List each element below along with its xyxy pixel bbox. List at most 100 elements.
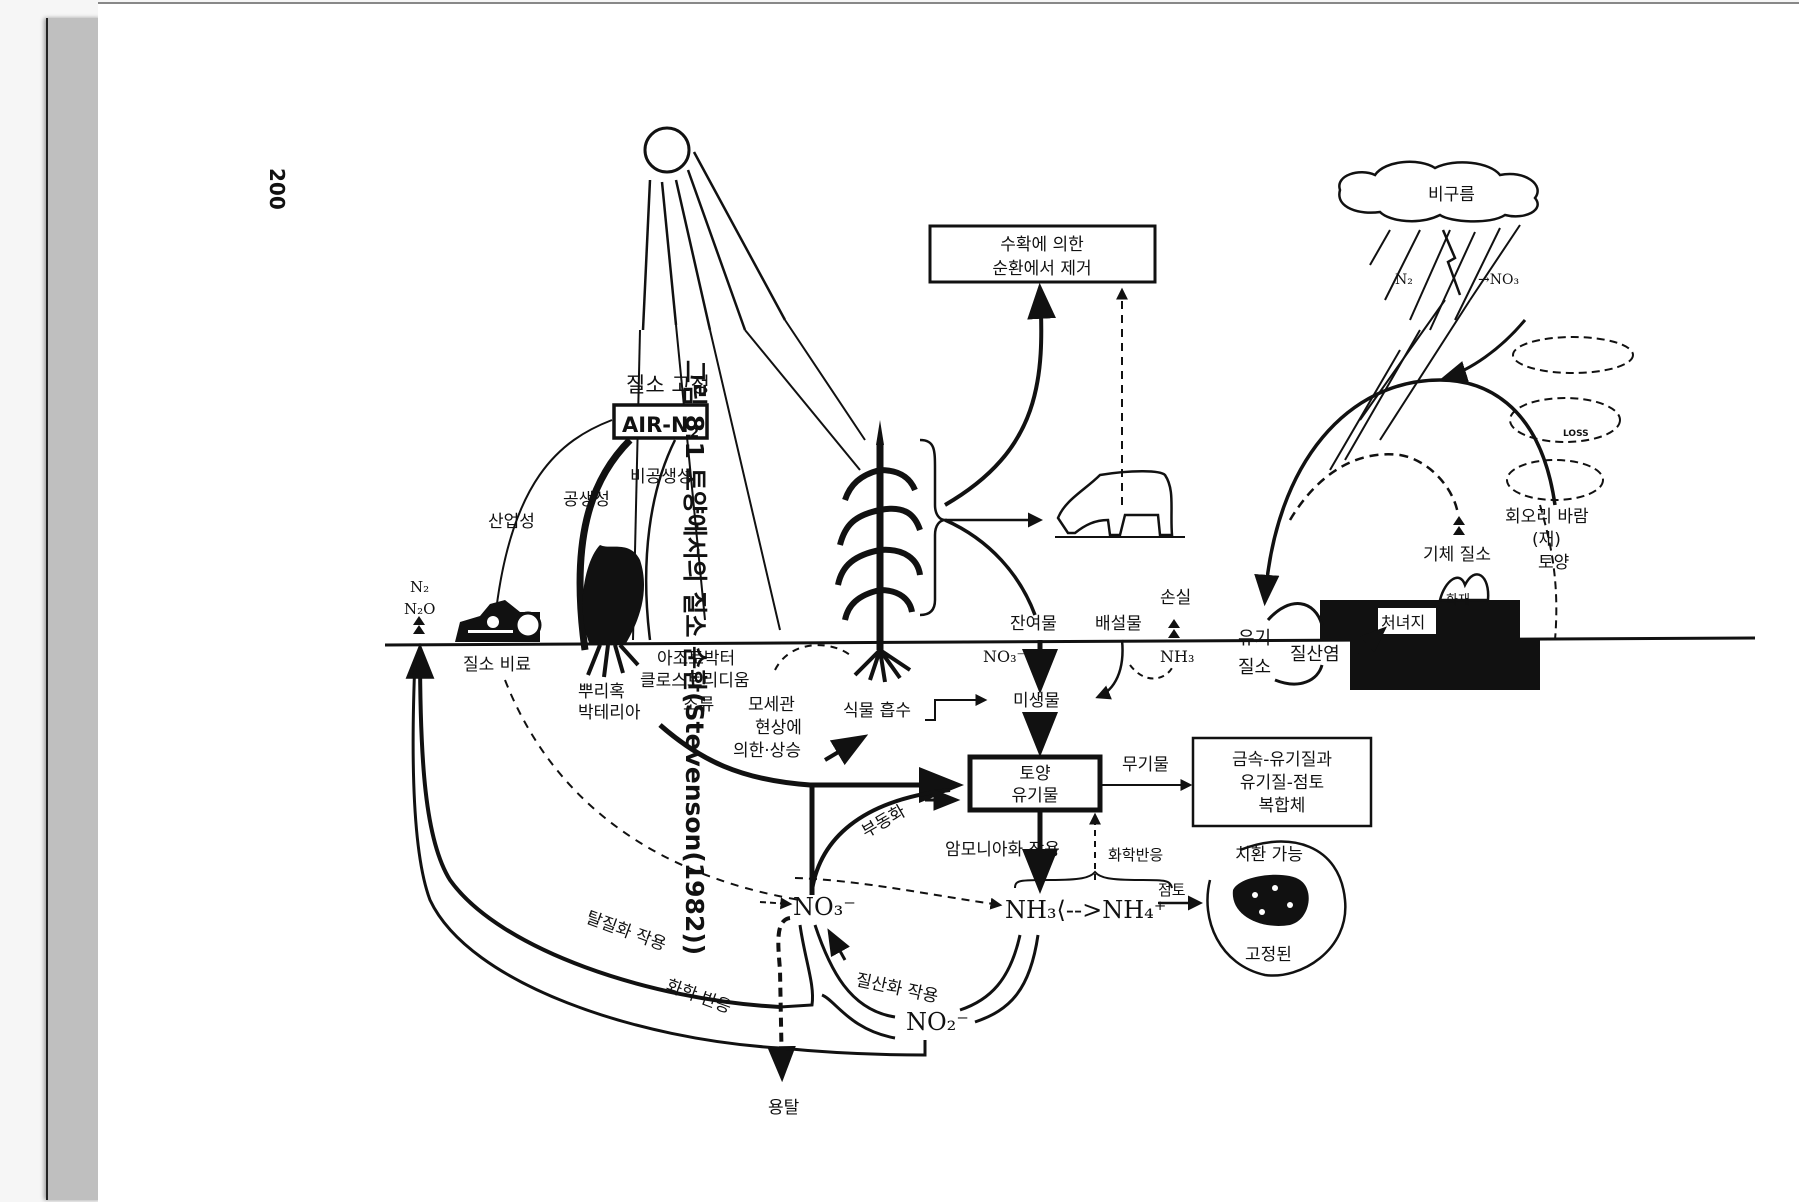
nh3-nh4-label: NH₃⟨-->NH₄⁺ xyxy=(1005,896,1166,924)
svg-text:토양: 토양 xyxy=(1019,764,1050,784)
industrial-fixation-line xyxy=(494,419,613,621)
loss-tag: LOSS xyxy=(1563,429,1589,439)
svg-text:유기물: 유기물 xyxy=(1012,786,1059,806)
figure-caption: 그림 8.1 토양에서의 질소 순환(Stevenson(1982)) xyxy=(678,360,714,955)
nonsymbiotic-label: 비공생성 xyxy=(630,467,693,487)
rain-cloud-label: 비구름 xyxy=(1428,185,1475,205)
fertilizer-to-no3-dashed-arrow xyxy=(504,679,801,901)
re-soil-label-2: 토양 xyxy=(1538,553,1569,573)
lightning-n2-label: N₂ xyxy=(1395,272,1413,288)
gaseous-n-dashed-arc xyxy=(1288,453,1460,521)
tractor-icon xyxy=(455,600,542,642)
chemical-reaction-label: 화학반응 xyxy=(1108,846,1163,864)
n2o-label: N₂O xyxy=(404,600,435,618)
svg-text:복합체: 복합체 xyxy=(1259,796,1306,816)
soil-organic-matter-box: 토양 유기물 xyxy=(967,754,1103,813)
rain-streaks xyxy=(1329,224,1521,471)
industrial-label: 산업성 xyxy=(488,512,535,532)
no2-to-no3-line-2 xyxy=(821,993,896,1040)
corn-plant-icon xyxy=(835,420,923,683)
azotobacter-label: 아조토박터 xyxy=(657,649,735,669)
nonsymbiotic-dashed-curve xyxy=(774,644,851,671)
fixation-title: 질소 고정 xyxy=(626,373,710,397)
organo-mineral-complex-box: 금속-유기질과 유기질-점토 복합체 xyxy=(1191,736,1373,828)
harvest-box-line1: 수확에 의한 xyxy=(1000,235,1084,255)
ammonification-label: 암모니아화 작용 xyxy=(945,840,1060,860)
nh3-to-no2-line-1 xyxy=(959,934,1022,1012)
no3-label: NO₃⁻ xyxy=(793,893,856,921)
root-bacteria-label-2: 박테리아 xyxy=(578,703,641,723)
excreta-label: 배설물 xyxy=(1095,614,1142,634)
figure-caption-text: 그림 8.1 토양에서의 질소 순환(Stevenson(1982)) xyxy=(680,360,709,956)
leaching-dashed-arrow xyxy=(767,916,796,1083)
harvest-removal-box: 수확에 의한 순환에서 제거 xyxy=(928,224,1157,284)
organic-n-label-1: 유기 xyxy=(1238,628,1271,649)
clay-label: 점토 xyxy=(1158,881,1186,899)
clay-particle-circle xyxy=(1206,840,1347,977)
lightning-icon xyxy=(1441,229,1462,296)
no2-label: NO₂⁻ xyxy=(906,1008,969,1036)
rain-to-arc-arrow xyxy=(1439,319,1527,382)
nh3-loss-arrow-icon xyxy=(1168,619,1180,638)
air-n2-box: AIR-N 2 xyxy=(612,403,709,441)
grassland-icon xyxy=(1320,573,1540,690)
plant-uptake-label: 식물 흡수 xyxy=(843,701,911,721)
excreta-to-microbes-arrow xyxy=(1095,639,1124,700)
capillary-label-1: 모세관 xyxy=(748,695,795,715)
rain-cloud-icon xyxy=(1338,160,1539,223)
harvest-box-line2: 순환에서 제거 xyxy=(992,259,1091,279)
re-soil-label-1: (재) xyxy=(1532,530,1561,550)
svg-text:AIR-N: AIR-N xyxy=(622,413,689,437)
root-bacteria-label-1: 뿌리혹 xyxy=(578,682,625,702)
nonsymbiotic-fixation-line xyxy=(644,439,677,641)
capillary-to-plant-arrow xyxy=(823,734,869,766)
surface-no3-label: NO₃⁻ xyxy=(983,647,1025,666)
whirlwind-icon xyxy=(1506,336,1634,641)
cattle-icon xyxy=(1055,470,1185,538)
nitrification-label: 질산화 작용 xyxy=(854,970,940,1007)
nh-brace xyxy=(1014,870,1173,889)
no3-denit-branch xyxy=(779,924,815,1009)
legume-plant-icon xyxy=(582,545,645,678)
symbiotic-fixation-line xyxy=(576,437,633,651)
fixed-label: 고정된 xyxy=(1245,945,1292,965)
mineral-label: 무기물 xyxy=(1122,755,1169,775)
capillary-label-2: 현상에 xyxy=(755,718,802,738)
nitrification-arrow xyxy=(827,928,850,961)
symbiotic-label: 공생성 xyxy=(563,490,610,510)
clostridium-label: 클로스트리디움 xyxy=(640,671,749,691)
organic-n-loop-top xyxy=(1266,602,1324,626)
excreta-to-nh3-dashed xyxy=(1129,664,1173,680)
nh3-to-no2-line-2 xyxy=(974,934,1040,1024)
chemical-reaction-line xyxy=(411,659,927,1057)
gaseous-n-label: 기체 질소 xyxy=(1423,545,1491,565)
capillary-label-3: 의한·상승 xyxy=(733,741,801,761)
page-number: 200 xyxy=(265,168,289,210)
surface-nh3-label: NH₃ xyxy=(1160,647,1194,666)
chem-reaction-2-label: 화학 반응 xyxy=(663,976,734,1018)
gas-loss-arrows-icon xyxy=(413,616,425,634)
fertilizer-label: 질소 비료 xyxy=(463,655,531,675)
denitrification-line xyxy=(405,642,781,1009)
crop-to-residue-line xyxy=(944,518,1037,616)
fire-label: 화재 xyxy=(1446,593,1470,608)
sun-icon xyxy=(632,126,866,641)
denitrification-label: 탈질화 작용 xyxy=(583,908,668,955)
n2-label: N₂ xyxy=(410,578,429,596)
algae-label: 조류 xyxy=(683,695,714,715)
fertilizer-arrowhead-to-no3 xyxy=(759,897,793,910)
whirlwind-label: 회오리 바람 xyxy=(1505,507,1589,527)
exchangeable-label: 치환 가능 xyxy=(1235,845,1303,865)
no2-to-no3-line-1 xyxy=(813,924,896,1019)
residue-label: 잔여물 xyxy=(1010,614,1057,634)
bacteria-to-som-arrow xyxy=(658,723,964,803)
uptake-bracket-arrow xyxy=(925,694,988,721)
loss-label: 손실 xyxy=(1160,588,1191,608)
svg-text:금속-유기질과: 금속-유기질과 xyxy=(1232,750,1332,770)
leaching-label: 용탈 xyxy=(768,1098,800,1118)
organic-n-label-2: 질소 xyxy=(1238,657,1271,678)
crop-to-harvest-arrow xyxy=(943,282,1056,507)
nitrate-label: 질산염 xyxy=(1290,644,1340,665)
svg-text:2: 2 xyxy=(690,426,699,441)
